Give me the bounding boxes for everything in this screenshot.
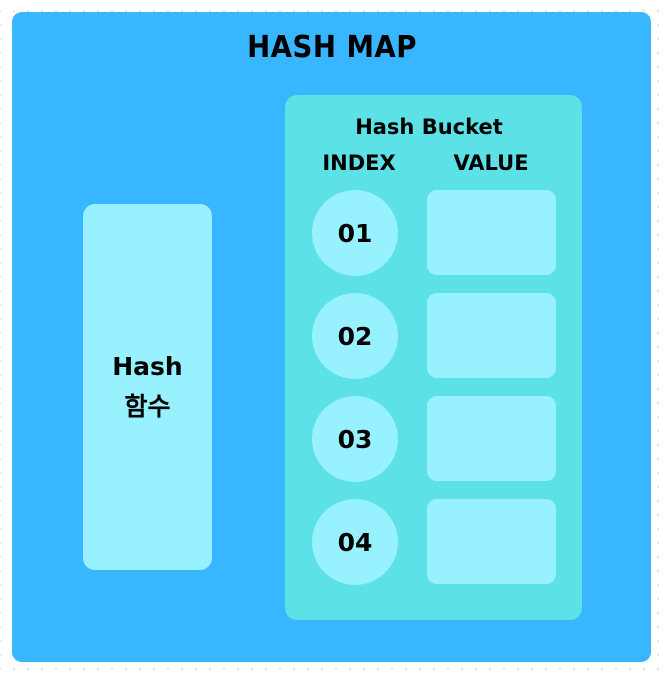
- bucket-index-01: 01: [312, 190, 398, 276]
- value-column-header: VALUE: [453, 151, 529, 175]
- hash-function-label-line1: Hash: [112, 352, 183, 381]
- hash-bucket-panel: Hash Bucket INDEX VALUE 01 02 03 04: [285, 95, 582, 620]
- bucket-index-04: 04: [312, 499, 398, 585]
- bucket-index-03: 03: [312, 396, 398, 482]
- bucket-value-slot-02: [427, 293, 556, 378]
- hash-function-label-line2: 함수: [124, 392, 171, 421]
- bucket-value-slot-01: [427, 190, 556, 275]
- hash-function-box: Hash 함수: [83, 204, 212, 570]
- bucket-index-02: 02: [312, 293, 398, 379]
- diagram-title: HASH MAP: [247, 30, 417, 65]
- index-column-header: INDEX: [322, 151, 396, 175]
- bucket-value-slot-03: [427, 396, 556, 481]
- bucket-value-slot-04: [427, 499, 556, 584]
- hash-bucket-title: Hash Bucket: [355, 115, 503, 139]
